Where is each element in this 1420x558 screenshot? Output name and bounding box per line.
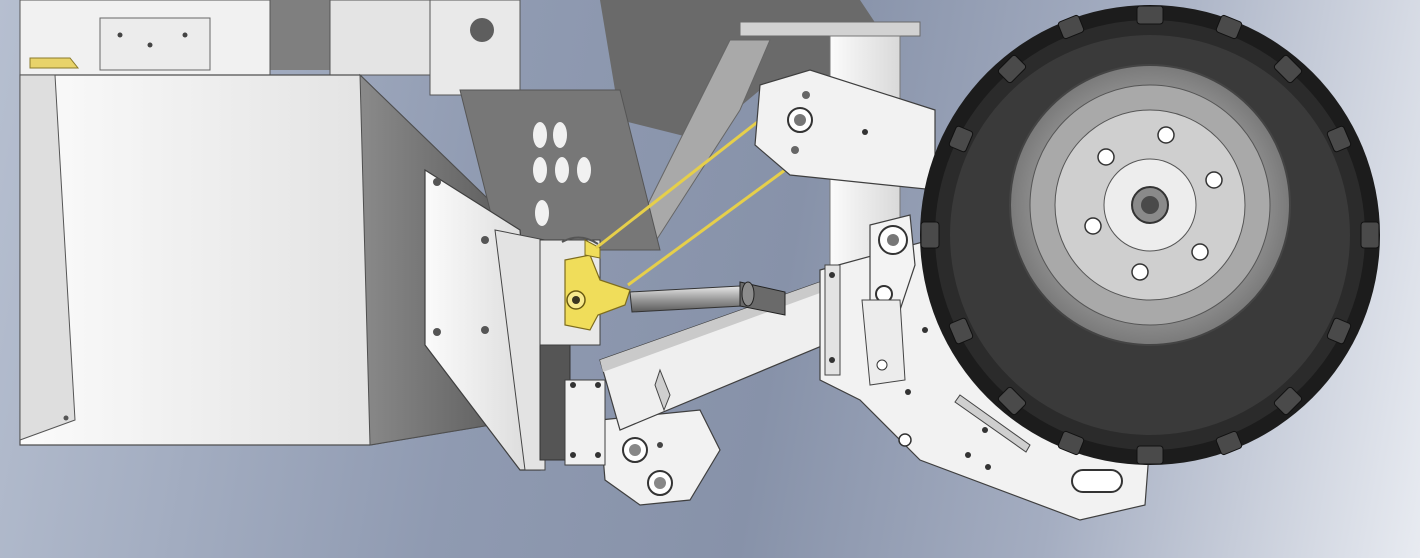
mounting-plate-part[interactable]	[424, 168, 546, 471]
drive-shaft-part[interactable]	[629, 281, 786, 316]
rocker-link-part[interactable]	[861, 214, 916, 386]
pivot-bracket-part[interactable]	[599, 409, 721, 506]
highlighted-coupler-part[interactable]	[564, 118, 786, 331]
upper-link-plate-part[interactable]	[754, 69, 936, 191]
wheel-assembly[interactable]	[920, 5, 1380, 465]
hub	[1009, 64, 1291, 346]
perforated-panel-part	[459, 89, 661, 251]
cable-guide-part	[561, 236, 599, 245]
